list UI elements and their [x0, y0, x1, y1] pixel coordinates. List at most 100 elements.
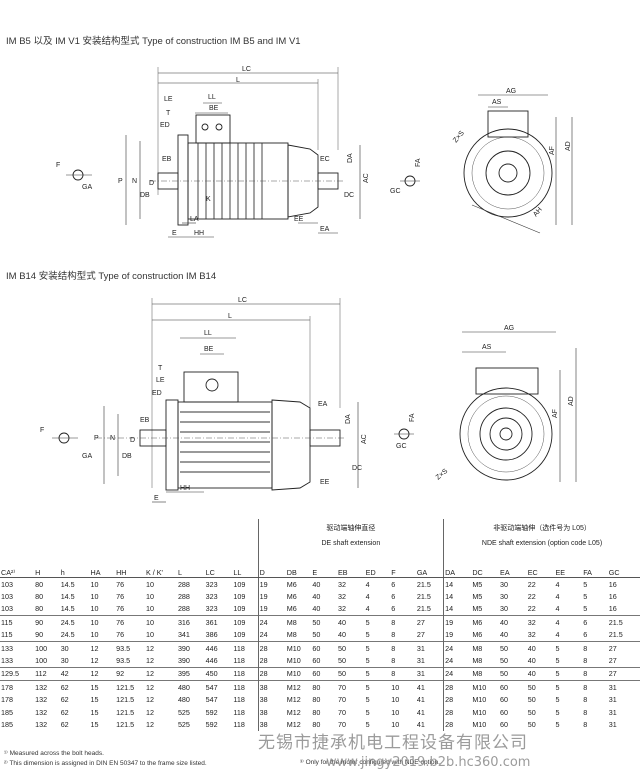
- column-header: H: [34, 563, 60, 578]
- drawing-im-b14: LC L LL BE T LE ED P N D EB DB F GA HH E…: [0, 288, 620, 516]
- table-cell: 118: [232, 680, 259, 694]
- label-b14-ga: GA: [82, 453, 92, 460]
- label-eb: EB: [162, 156, 172, 163]
- table-cell: 5: [583, 592, 588, 602]
- table-cell: 5: [364, 680, 391, 694]
- label-b14-n: N: [110, 435, 115, 442]
- table-cell: M8: [285, 615, 312, 629]
- table-cell: 118: [233, 695, 245, 705]
- table-cell: 8: [583, 695, 588, 705]
- table-cell: 592: [205, 707, 218, 717]
- table-cell: 50: [527, 695, 536, 705]
- column-header: EE: [554, 563, 583, 578]
- column-header: DA: [443, 563, 472, 578]
- table-cell: 22: [527, 579, 536, 589]
- table-cell: 22: [527, 604, 536, 614]
- table-cell: 14: [443, 602, 472, 616]
- table-cell: 24: [257, 628, 286, 642]
- table-cell: M5: [472, 592, 483, 602]
- table-cell: 76: [116, 604, 125, 614]
- label-ag: AG: [506, 88, 516, 95]
- table-cell: 50: [336, 666, 365, 681]
- table-cell: 50: [311, 615, 337, 629]
- table-cell: 8: [390, 615, 416, 629]
- table-cell: 446: [205, 656, 218, 666]
- table-cell: 5: [554, 640, 583, 655]
- table-cell: 60: [500, 695, 509, 705]
- table-cell: 19: [257, 577, 286, 591]
- label-ad: AD: [565, 141, 572, 151]
- table-cell: 24.5: [60, 630, 75, 640]
- table-cell: 8: [582, 680, 608, 694]
- table-cell: 14: [443, 577, 472, 591]
- table-cell: 31: [415, 666, 444, 681]
- column-header: FA: [582, 563, 608, 578]
- table-cell: 109: [233, 630, 246, 640]
- table-cell: M10: [285, 640, 312, 655]
- table-cell: 31: [608, 707, 617, 717]
- table-cell: 41: [416, 695, 425, 705]
- table-cell: 5: [364, 615, 391, 629]
- table-cell: 31: [607, 680, 640, 694]
- table-cell: 41: [416, 707, 425, 717]
- table-cell: 19: [443, 615, 472, 629]
- table-cell: 121.5: [116, 719, 135, 729]
- table-cell: 24: [443, 666, 472, 681]
- table-cell: 16: [608, 579, 617, 589]
- table-cell: 178: [1, 695, 13, 705]
- table-cell: 361: [204, 615, 233, 629]
- table-cell: 5: [554, 666, 583, 681]
- table-cell: 121.5: [115, 680, 145, 694]
- table-cell: 21.5: [416, 604, 431, 614]
- label-n: N: [132, 178, 137, 185]
- table-cell: M10: [471, 680, 500, 694]
- table-cell: 21.5: [416, 592, 431, 602]
- table-cell: 316: [176, 615, 205, 629]
- table-cell: 90: [34, 615, 60, 629]
- table-cell: 8: [390, 666, 416, 681]
- table-cell: 390: [177, 656, 190, 666]
- table-cell: 50: [499, 666, 527, 681]
- table-cell: 28: [443, 693, 472, 706]
- table-cell: 5: [365, 695, 370, 705]
- column-header: E: [311, 563, 337, 578]
- table-cell: 4: [555, 579, 560, 589]
- label-b14-zxs: Z×S: [435, 468, 450, 482]
- table-cell: 12: [144, 640, 177, 655]
- table-cell: 31: [608, 719, 617, 729]
- label-b14-eb: EB: [140, 417, 150, 424]
- table-cell: 132: [35, 719, 48, 729]
- label-ee: EE: [294, 216, 304, 223]
- table-cell: M5: [472, 579, 483, 589]
- table-cell: 31: [415, 640, 444, 655]
- table-cell: 323: [205, 604, 218, 614]
- table-cell: 80: [312, 707, 321, 717]
- label-b14-be: BE: [204, 346, 214, 353]
- table-cell: 132: [35, 695, 48, 705]
- table-cell: 14.5: [60, 604, 75, 614]
- table-cell: 129.5: [0, 666, 35, 681]
- table-cell: 288: [177, 592, 190, 602]
- label-b14-p: P: [94, 435, 99, 442]
- column-header: EC: [526, 563, 555, 578]
- table-cell: 27: [607, 640, 640, 655]
- table-cell: 50: [527, 719, 536, 729]
- table-cell: 12: [145, 719, 154, 729]
- table-cell: 6: [583, 630, 588, 640]
- table-cell: 50: [500, 656, 509, 666]
- table-cell: 31: [608, 695, 617, 705]
- label-t: T: [166, 110, 171, 117]
- table-cell: 109: [233, 604, 246, 614]
- table-cell: 42: [59, 666, 90, 681]
- table-cell: 8: [390, 640, 416, 655]
- label-b14-gc: GC: [396, 443, 407, 450]
- table-cell: 12: [89, 640, 116, 655]
- column-header: CA²⁾: [0, 563, 35, 578]
- table-cell: 24.5: [59, 615, 90, 629]
- group-nde-en: NDE shaft extension (option code L05): [443, 533, 640, 547]
- table-cell: 40: [312, 604, 321, 614]
- table-cell: 341: [177, 630, 190, 640]
- table-cell: M8: [471, 666, 500, 681]
